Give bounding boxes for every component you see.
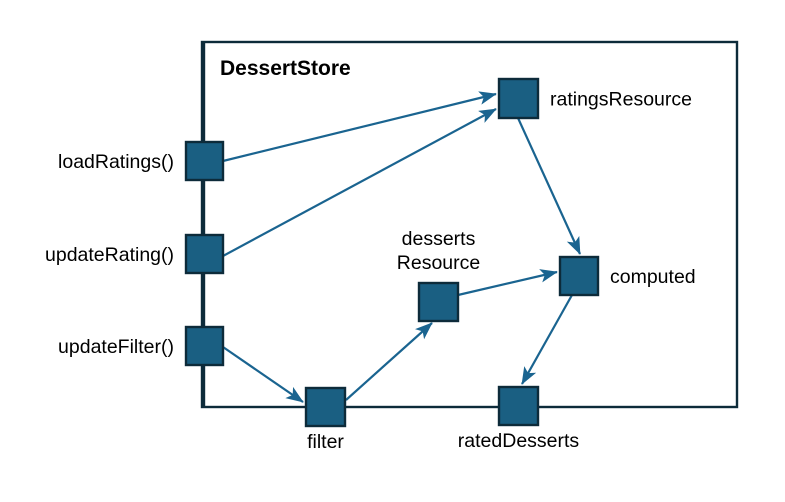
node-box-ratingsResource[interactable] (497, 77, 540, 120)
edge-updateFilter-to-filter (222, 346, 304, 403)
edge-filter-to-dessertsResource (345, 322, 433, 401)
edge-updateRating-to-ratingsResource (222, 108, 497, 257)
container-title: DessertStore (220, 57, 351, 80)
edge-dessertsResource-to-computed (457, 269, 558, 297)
node-label-updateFilter: updateFilter() (58, 336, 174, 358)
node-box-loadRatings[interactable] (184, 140, 225, 182)
edge-computed-to-ratedDesserts (521, 294, 573, 385)
edge-loadRatings-to-ratingsResource (222, 91, 497, 163)
node-computed[interactable]: computed (558, 255, 696, 297)
node-label-computed: computed (610, 266, 696, 288)
dessert-store-container: DessertStore (200, 40, 739, 409)
node-loadRatings[interactable]: loadRatings() (58, 140, 225, 182)
edge-ratingsResource-to-computed (516, 117, 582, 255)
node-label-updateRating: updateRating() (45, 244, 174, 266)
node-label-filter: filter (307, 431, 344, 453)
container-border (200, 40, 739, 409)
node-ratedDesserts[interactable]: ratedDesserts (458, 385, 580, 452)
node-filter[interactable]: filter (304, 386, 347, 453)
node-box-computed[interactable] (558, 255, 600, 297)
node-updateRating[interactable]: updateRating() (45, 233, 225, 275)
node-box-updateFilter[interactable] (184, 325, 225, 367)
node-box-ratedDesserts[interactable] (497, 385, 540, 427)
node-label-loadRatings: loadRatings() (58, 151, 174, 173)
node-label-ratingsResource: ratingsResource (550, 89, 692, 111)
node-updateFilter[interactable]: updateFilter() (58, 325, 225, 367)
node-box-dessertsResource[interactable] (417, 281, 460, 323)
node-box-updateRating[interactable] (184, 233, 225, 275)
nodes-layer: loadRatings() updateRating() updateFilter(… (45, 77, 696, 453)
node-ratingsResource[interactable]: ratingsResource (497, 77, 692, 120)
node-label-ratedDesserts: ratedDesserts (458, 430, 580, 452)
edges-layer (222, 91, 582, 403)
node-box-filter[interactable] (304, 386, 347, 428)
